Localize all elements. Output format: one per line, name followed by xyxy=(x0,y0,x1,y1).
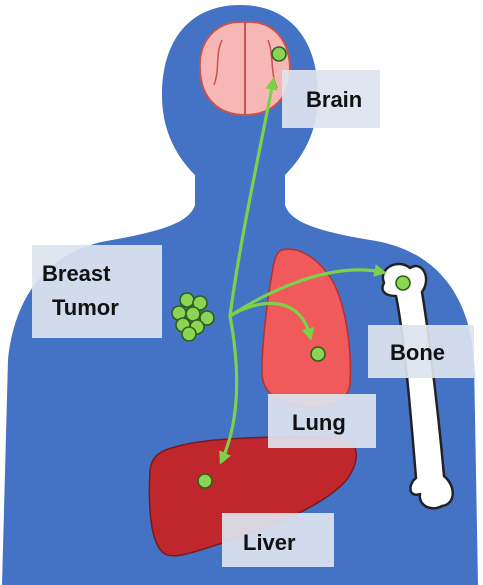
label-liver-text: Liver xyxy=(243,530,296,555)
brain-metastasis-dot xyxy=(272,47,286,61)
label-brain-text: Brain xyxy=(306,87,362,112)
bone-metastasis-dot xyxy=(396,276,410,290)
label-bone: Bone xyxy=(368,325,474,378)
label-breast-tumor: Breast Tumor xyxy=(32,245,162,338)
brain-icon xyxy=(200,22,290,115)
label-lung-text: Lung xyxy=(292,410,346,435)
lung-metastasis-dot xyxy=(311,347,325,361)
label-breast-tumor-line2: Tumor xyxy=(52,295,119,320)
label-bone-text: Bone xyxy=(390,340,445,365)
liver-metastasis-dot xyxy=(198,474,212,488)
label-brain: Brain xyxy=(282,70,380,128)
label-lung: Lung xyxy=(268,394,376,448)
label-breast-tumor-line1: Breast xyxy=(42,261,111,286)
label-liver: Liver xyxy=(222,513,334,567)
